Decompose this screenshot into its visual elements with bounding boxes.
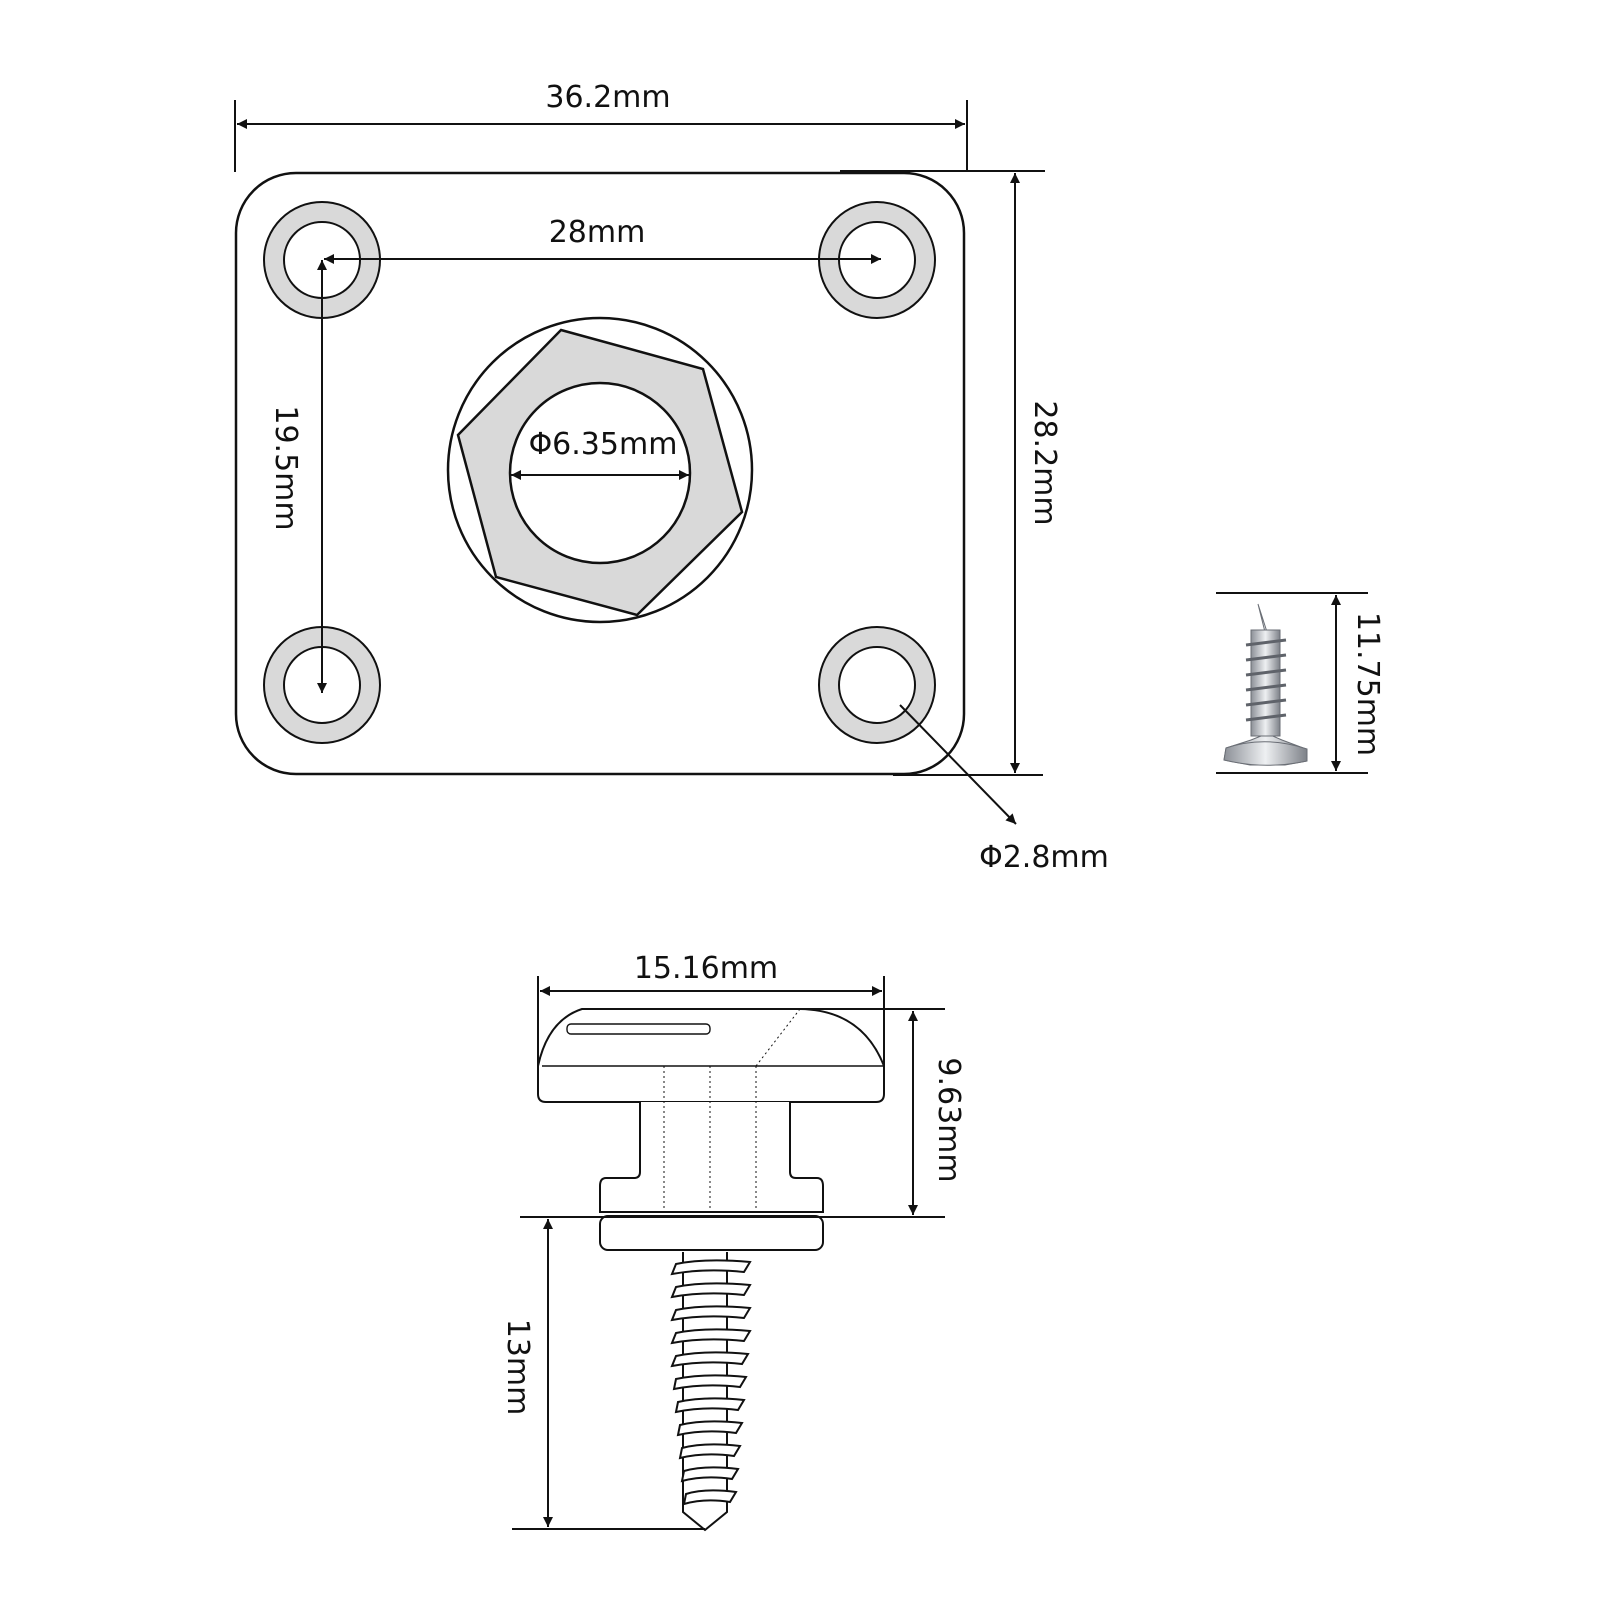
dim-small-screw-length: 11.75mm xyxy=(1216,592,1385,774)
dim-center-bore: Φ6.35mm xyxy=(511,427,689,480)
button-base xyxy=(599,1215,824,1251)
dim-button-width: 15.16mm xyxy=(537,951,885,1092)
button-width-label: 15.16mm xyxy=(634,951,778,986)
plate-height-label: 28.2mm xyxy=(1027,400,1062,525)
plate-top-view: 36.2mm 28mm 19.5mm Φ6.35mm 28.2mm Φ2.8mm xyxy=(234,80,1109,875)
center-bore xyxy=(508,381,692,565)
hole-spacing-v-label: 19.5mm xyxy=(268,405,303,530)
strap-button-side-view: 15.16mm 9.63mm 13mm xyxy=(500,951,966,1532)
hole-spacing-h-label: 28mm xyxy=(549,215,646,250)
small-screw-length-label: 11.75mm xyxy=(1350,612,1385,756)
button-screw-thread xyxy=(670,1252,752,1532)
button-neck xyxy=(599,1102,824,1213)
dim-plate-height: 28.2mm xyxy=(840,170,1062,776)
mount-hole-bottom-right xyxy=(818,626,936,744)
plate-width-label: 36.2mm xyxy=(545,80,670,115)
button-height-label: 9.63mm xyxy=(931,1057,966,1182)
dim-mount-hole: Φ2.8mm xyxy=(899,704,1109,875)
wood-screw-icon xyxy=(1223,603,1308,766)
small-screw-view: 11.75mm xyxy=(1216,592,1385,774)
dim-hole-spacing-horizontal: 28mm xyxy=(324,215,881,264)
cap-slot xyxy=(566,1023,711,1035)
dim-hole-spacing-vertical: 19.5mm xyxy=(268,260,327,693)
center-bore-label: Φ6.35mm xyxy=(529,427,678,462)
center-hex-nut xyxy=(446,316,754,624)
dim-button-screw-length: 13mm xyxy=(500,1219,705,1530)
dim-plate-width: 36.2mm xyxy=(234,80,968,172)
mount-hole-label: Φ2.8mm xyxy=(979,840,1109,875)
button-screw-length-label: 13mm xyxy=(500,1319,535,1416)
dim-button-height: 9.63mm xyxy=(520,1008,966,1218)
button-cap xyxy=(537,1008,885,1103)
